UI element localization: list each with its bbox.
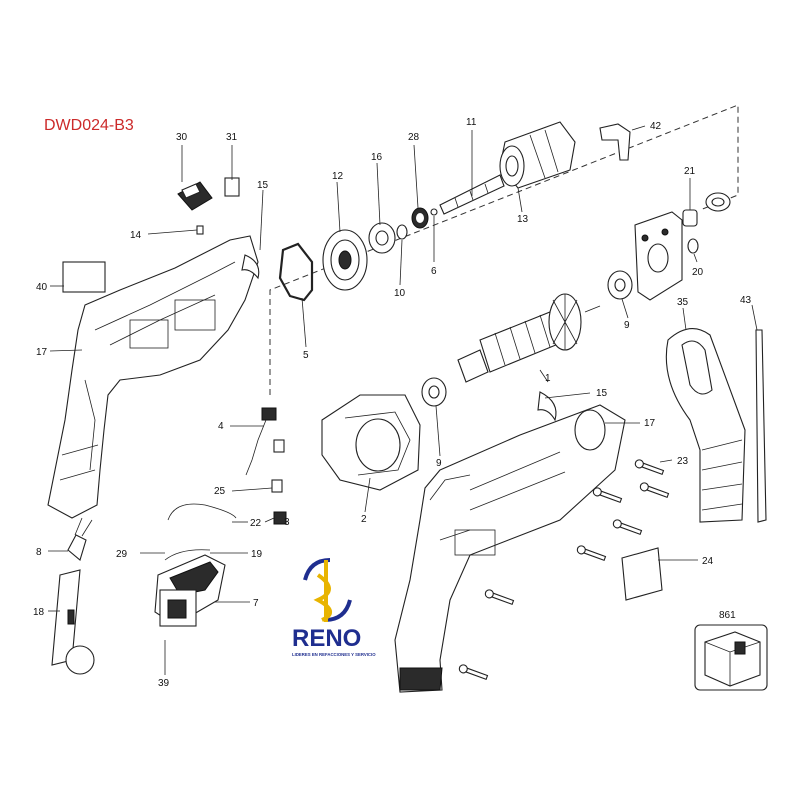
part-label-43: 43	[740, 295, 752, 306]
bearing-part	[368, 222, 396, 254]
part-label-4: 4	[218, 421, 224, 432]
part-label-15-right: 15	[596, 388, 608, 399]
rating-label-part	[621, 547, 663, 601]
power-cord-part	[51, 569, 95, 675]
chuck-key-part	[599, 123, 631, 161]
part-label-10: 10	[394, 288, 406, 299]
carbon-brush-lower-part	[271, 479, 283, 493]
gear-part	[322, 229, 368, 291]
gasket-part	[278, 242, 314, 302]
part-label-28: 28	[408, 132, 420, 143]
part-label-18: 18	[33, 607, 45, 618]
part-label-23: 23	[677, 456, 689, 467]
bearing-lower-part	[421, 377, 447, 407]
steel-ball-part	[430, 208, 438, 216]
part-label-42: 42	[650, 121, 662, 132]
part-label-861: 861	[719, 610, 736, 621]
spring-clip-part	[705, 192, 731, 212]
part-label-17-right: 17	[644, 418, 656, 429]
part-label-24: 24	[702, 556, 714, 567]
part-label-9-lower: 9	[436, 458, 442, 469]
part-label-9-upper: 9	[624, 320, 630, 331]
part-label-11: 11	[466, 117, 477, 128]
clip-right-part	[537, 391, 557, 422]
part-label-25: 25	[214, 486, 226, 497]
field-stator-part	[321, 394, 421, 491]
part-label-17-left: 17	[36, 347, 48, 358]
trigger-switch-part	[154, 554, 226, 627]
part-label-3: 3	[284, 517, 290, 528]
brand-tagline: LIDERES EN REFACCIONES Y SERVICIO	[292, 652, 376, 657]
brand-name: RENO	[292, 625, 361, 652]
part-label-19: 19	[251, 549, 263, 560]
small-washer-part	[687, 238, 699, 254]
spring-plate-part	[224, 177, 240, 197]
part-label-35: 35	[677, 297, 689, 308]
switch-button-part	[177, 181, 213, 211]
part-label-8: 8	[36, 547, 42, 558]
clip-part	[241, 254, 260, 280]
cord-protector-part	[67, 534, 87, 561]
part-label-5: 5	[303, 350, 309, 361]
side-handle-part	[665, 328, 746, 523]
gear-case-plate-part	[634, 211, 683, 301]
washer-part	[396, 224, 408, 240]
part-label-13: 13	[517, 214, 529, 225]
part-label-12: 12	[332, 171, 344, 182]
left-housing-part	[47, 235, 259, 519]
part-number-labels: 30 31 15 14 40 17 12 16 28 11 13 10 6 5 …	[33, 117, 752, 689]
part-label-16: 16	[371, 152, 383, 163]
part-label-39: 39	[158, 678, 170, 689]
small-screw-part	[196, 225, 204, 235]
screws-group	[458, 459, 670, 681]
part-label-30: 30	[176, 132, 188, 143]
part-label-22: 22	[250, 518, 262, 529]
reno-logo: RENO LIDERES EN REFACCIONES Y SERVICIO	[292, 558, 376, 657]
part-label-7: 7	[253, 598, 259, 609]
part-label-1: 1	[545, 373, 551, 384]
part-label-15-left: 15	[257, 180, 269, 191]
spring-part	[411, 207, 429, 229]
model-code: DWD024-B3	[44, 117, 134, 134]
brush-holder-part	[245, 407, 277, 476]
part-label-40: 40	[36, 282, 48, 293]
label-plate-part	[62, 261, 106, 293]
bearing-upper-part	[607, 270, 633, 300]
part-label-29: 29	[116, 549, 128, 560]
depth-rod-part	[755, 329, 767, 523]
wire-leads-part	[164, 503, 237, 561]
carbon-brush-upper-part	[273, 439, 285, 453]
chuck-part	[499, 121, 576, 189]
part-label-21: 21	[684, 166, 696, 177]
part-label-20: 20	[692, 267, 704, 278]
part-label-14: 14	[130, 230, 142, 241]
part-label-31: 31	[226, 132, 238, 143]
carry-case-part	[694, 624, 768, 691]
part-label-2: 2	[361, 514, 367, 525]
leader-lines	[48, 125, 758, 675]
small-bearing-part	[682, 209, 698, 227]
armature-part	[457, 293, 601, 383]
right-drill-body-part	[394, 404, 626, 693]
part-label-6: 6	[431, 266, 437, 277]
